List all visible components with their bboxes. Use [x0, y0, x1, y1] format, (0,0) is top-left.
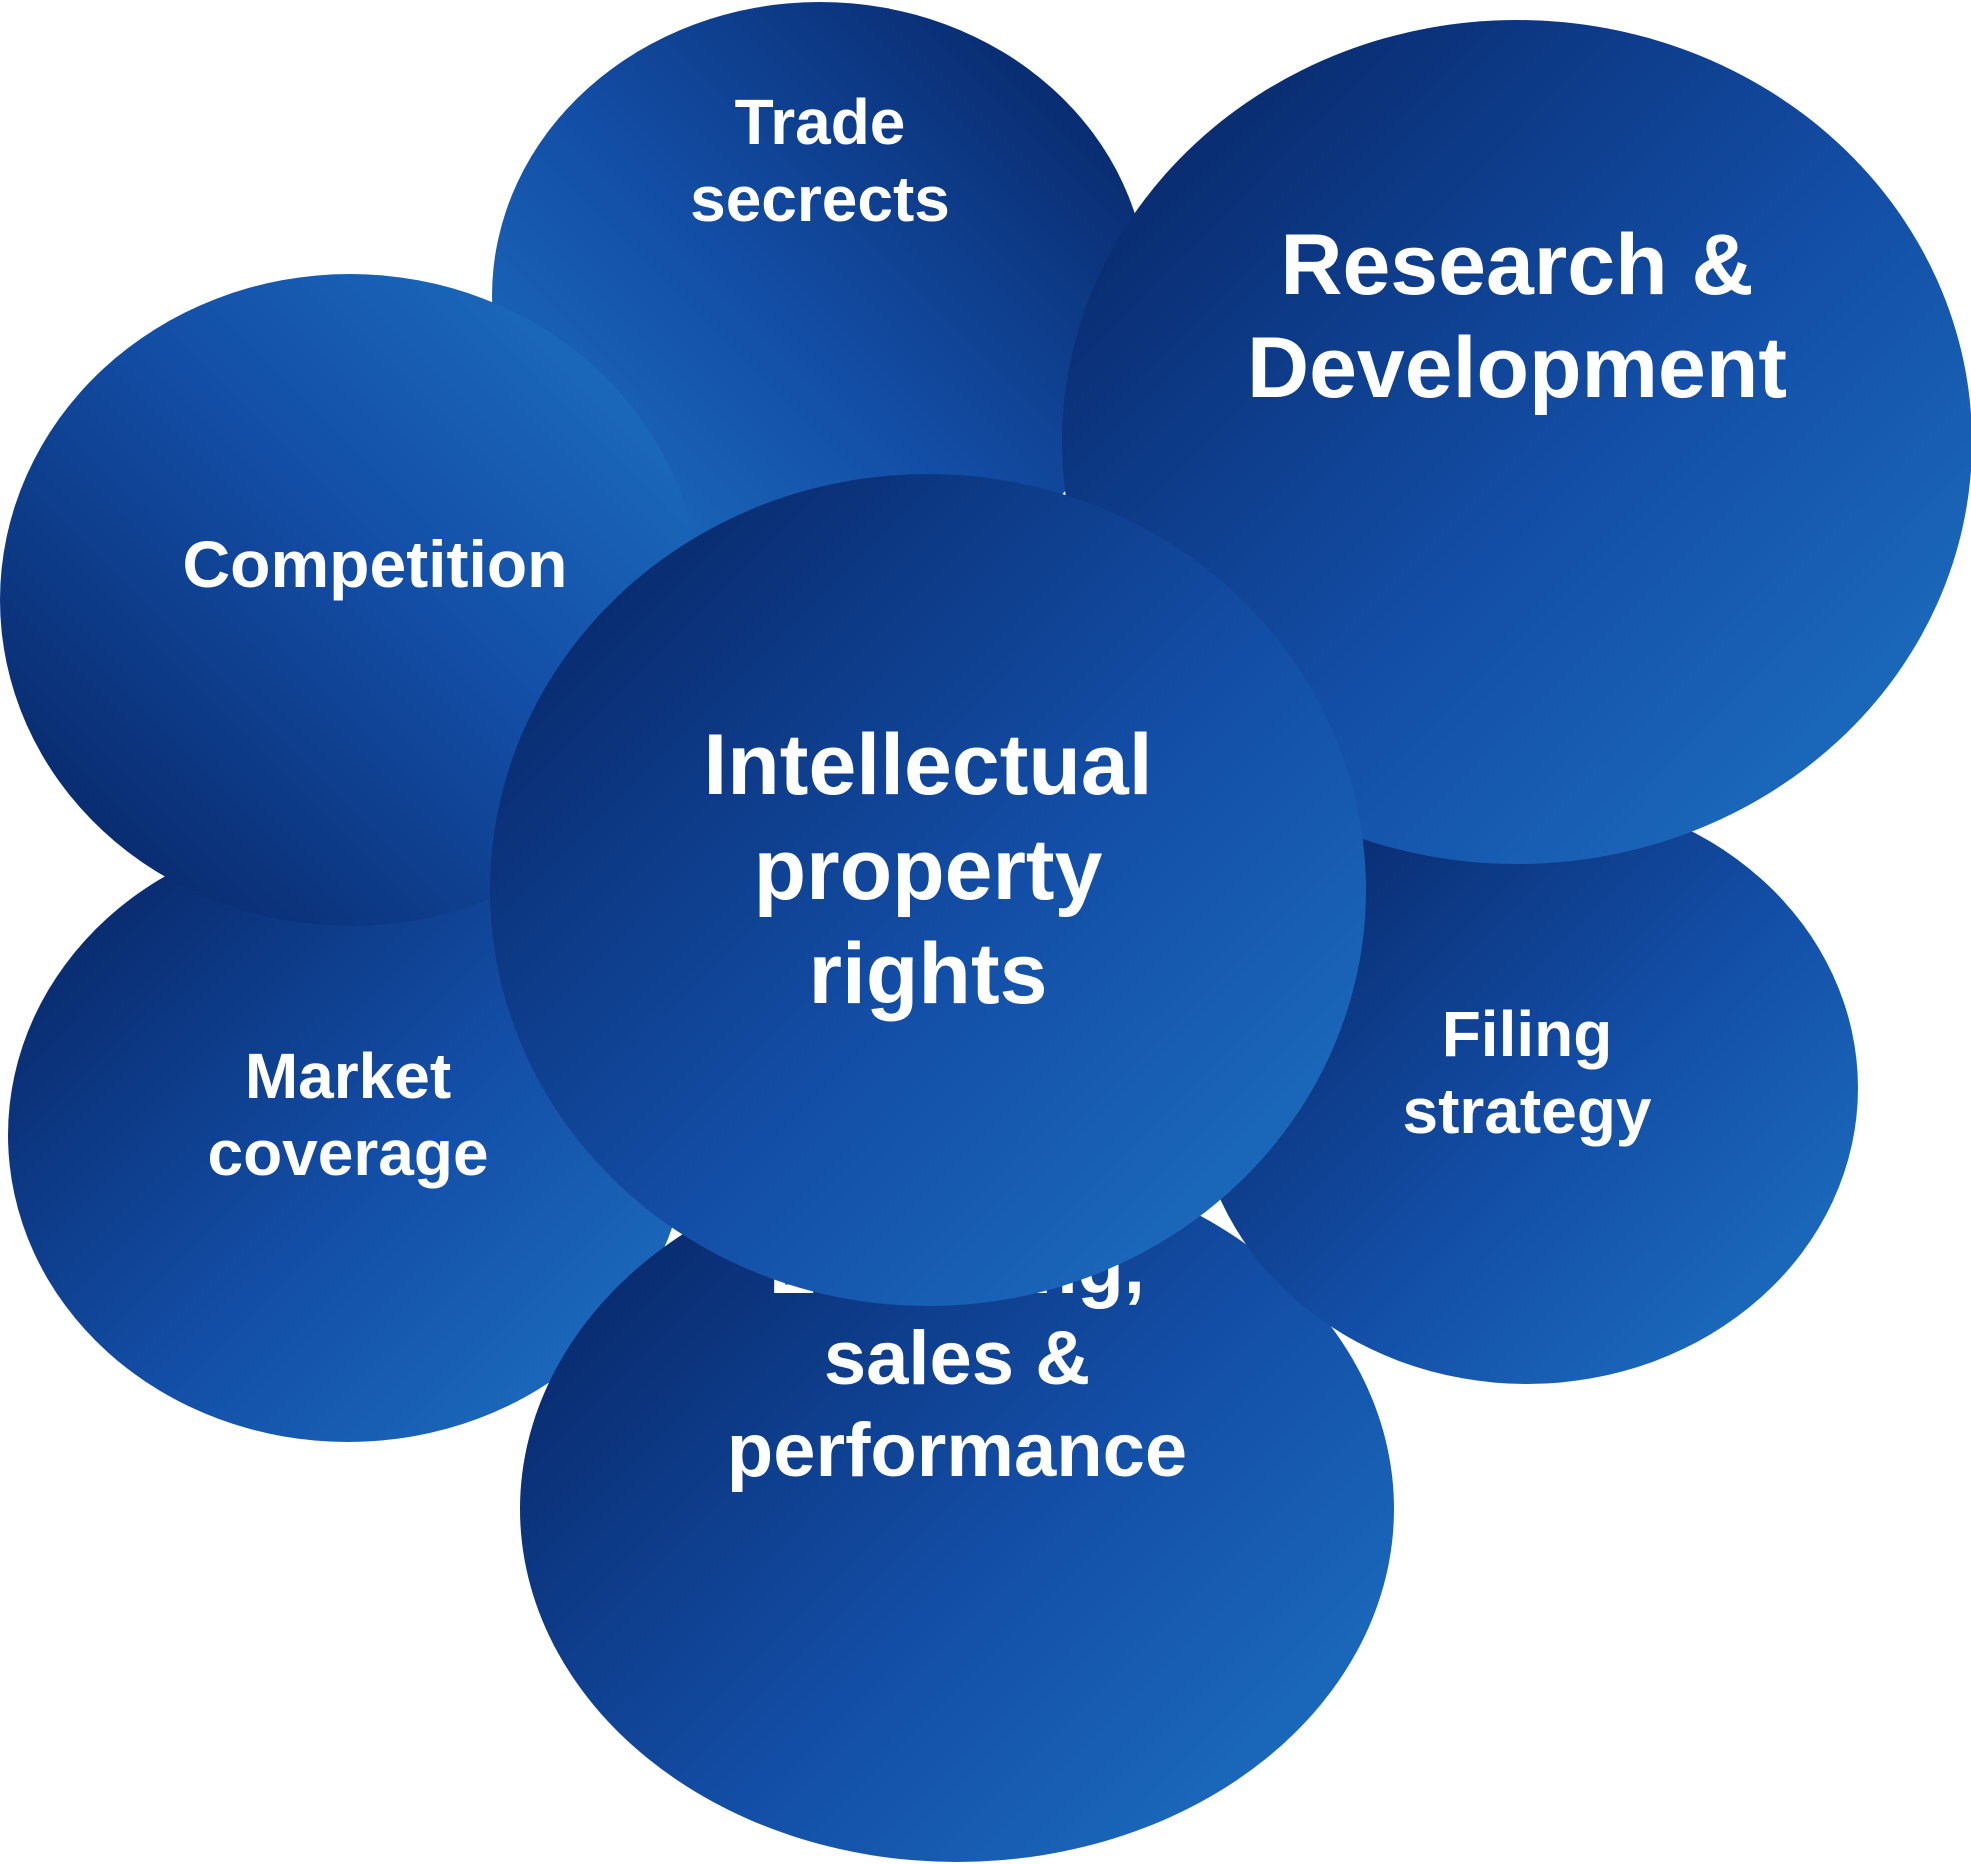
intellectual-property-rights-label: Intellectual property rights	[703, 716, 1153, 1023]
market-coverage-label: Market coverage	[207, 1040, 489, 1189]
intellectual-property-rights-bubble: Intellectual property rights	[490, 474, 1366, 1306]
competition-label: Competition	[182, 527, 568, 602]
research-development-label: Research & Development	[1246, 216, 1788, 416]
filing-strategy-label: Filing strategy	[1402, 998, 1652, 1147]
trade-secrets-label: Trade secrects	[690, 86, 950, 235]
